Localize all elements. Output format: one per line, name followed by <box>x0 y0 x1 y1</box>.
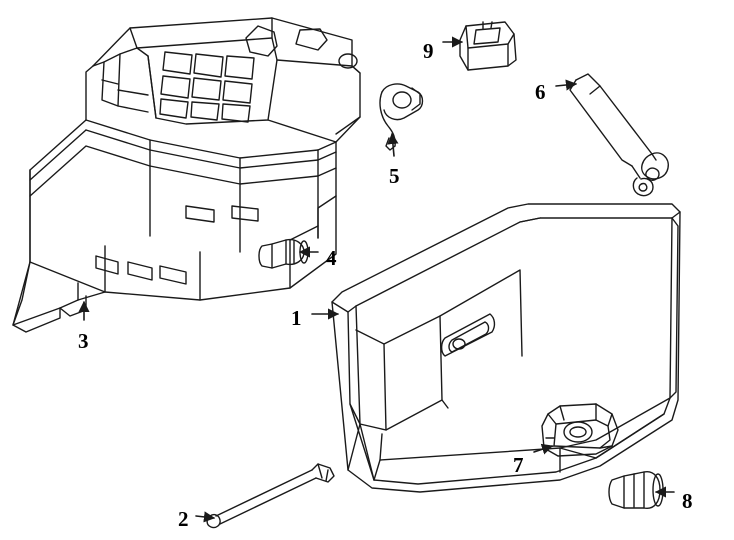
callout-label-8: 8 <box>682 489 693 513</box>
part-glove-box-housing <box>12 17 361 333</box>
callout-label-1: 1 <box>291 306 302 330</box>
part-lamp-assembly <box>459 21 517 71</box>
callout-label-9: 9 <box>423 39 434 63</box>
callout-label-4: 4 <box>326 246 337 270</box>
leader-lines <box>78 36 675 523</box>
part-hinge-rod <box>206 463 335 529</box>
callout-label-2: 2 <box>178 507 189 531</box>
callout-label-6: 6 <box>535 80 546 104</box>
part-glove-box-door <box>331 203 681 493</box>
part-damper-pin <box>258 238 309 269</box>
callout-label-3: 3 <box>78 329 89 353</box>
part-support-arm <box>569 73 669 197</box>
callout-label-5: 5 <box>389 164 400 188</box>
part-lock-cylinder <box>608 471 664 509</box>
callout-label-7: 7 <box>513 453 524 477</box>
part-striker-bracket <box>379 83 424 151</box>
